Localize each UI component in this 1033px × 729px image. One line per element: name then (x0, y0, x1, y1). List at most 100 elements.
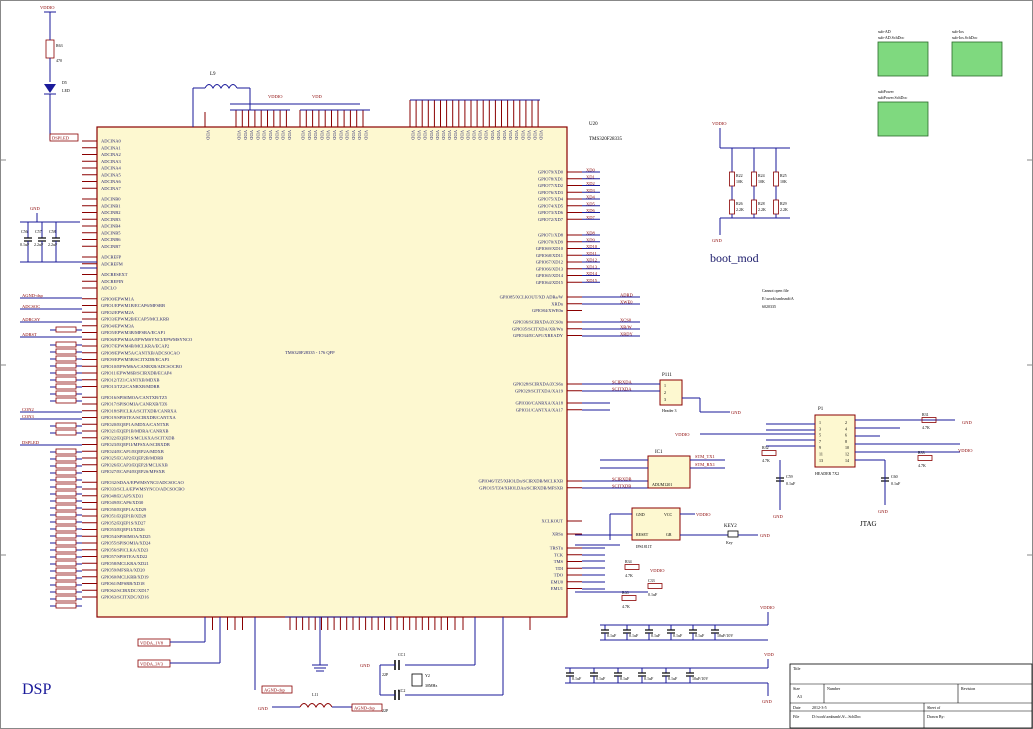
key-ref: KEY2 (724, 524, 737, 529)
subsheet-title: subPower (878, 89, 894, 94)
chip-left-pin: ADCINB1 (101, 203, 121, 208)
chip-top-pin-label: VDD (539, 130, 544, 140)
chip-u20[interactable]: U20 TMS320F28335 TMS320F28335 - 176 QFP … (82, 100, 623, 630)
chip-left-pin: GPIO18/SPICLKA/SCITXDB/CANRXA (101, 408, 178, 413)
left-cap-ref: C57 (35, 229, 42, 234)
boot-res-value: 10K (780, 179, 787, 184)
chip-top-pin-label: VDD (502, 130, 507, 140)
chip-right-pin: GPIO70/XD9 (538, 239, 564, 244)
jtag-pin-even: 10 (845, 445, 849, 450)
date-value: 2012-3-5 (812, 705, 827, 710)
chip-right-pin: GPIO74/XD5 (538, 203, 564, 208)
supervisor-vddio: VDDIO (696, 512, 711, 517)
revision-label: Revision (961, 686, 975, 691)
boot-res-ref: R25 (780, 173, 787, 178)
right-net-label: XD8 (586, 231, 595, 236)
crystal-cap1-ref: CC1 (398, 652, 405, 657)
sci-net: SCITXDA (612, 387, 632, 392)
decoupling-cap-value: 10uF/10V (692, 676, 708, 681)
sci-net: SCITXDB (612, 484, 631, 489)
file-value: D:\work\xmbsmb\A\...SchDoc (812, 714, 861, 719)
jtag-pin-odd: 9 (819, 445, 821, 450)
chip-left-pin: GPIO23/EQEP1I/MFSXA/SCIRXDB (101, 442, 170, 447)
chip-left-pin: ADCINA1 (101, 145, 121, 150)
decoupling-cap-value: 0.1uF (668, 676, 678, 681)
boot-mode-block[interactable]: VDDIO R2210KR2410KR2510KR262.2KR282.2KR2… (710, 121, 794, 309)
size-label: Size (793, 686, 800, 691)
subsheet-file: sub-Ios.SchDoc (952, 35, 978, 40)
chip-right-pin: GPIO46/TZ5/XHOLDn/SCIRXDB/MCLKXB (478, 479, 563, 484)
jtag-vddio: VDDIO (675, 432, 690, 437)
chip-right-pin: TDO (554, 573, 564, 578)
chip-right-pin: GPIO35/SCITXDA/XR/Wn (512, 326, 564, 331)
right-net-label: XD4 (586, 195, 595, 200)
subsheet-box[interactable] (877, 101, 929, 137)
supervisor-ic[interactable]: GND VCC RESET GR IPS1811T VDDIO (575, 507, 722, 549)
led-circuit[interactable]: VDDIO R63 470 D5 LED DSPLED (40, 5, 79, 142)
chip-right-pin: GPIO73/XD6 (538, 210, 564, 215)
jtag-part: HEADER 7X2 (815, 471, 839, 476)
subsheet-box[interactable] (951, 41, 1003, 77)
power-vddio-chip: VDDIO (268, 94, 283, 99)
right-net-label: XD5 (586, 201, 595, 206)
reset-key[interactable]: KEY2 Key GND (722, 524, 770, 545)
chip-right-pin: GPIO64/XD15 (536, 280, 564, 285)
ground-label-adc: GND (30, 206, 40, 211)
right-mid-net: XWE0 (620, 300, 633, 305)
power-vddio-top: VDDIO (40, 5, 55, 10)
chip-right-pin: EMU0 (551, 579, 564, 584)
crystal-block[interactable]: Y2 30MHz CC1 22P CC2 22P GND (360, 617, 504, 713)
isolator-ic1[interactable]: IC1 ADUM1201 STM_TX1 STM_RX1 (600, 450, 725, 489)
key-gnd: GND (760, 533, 770, 538)
boot-res-ref: R26 (736, 201, 743, 206)
chip-left-pin: GPIO24/ECAP1/EQEP2A/MDXB (101, 449, 164, 454)
chip-left-pin: GPIO21/EQEP1B/MDRA/CANRXB (101, 429, 169, 434)
chip-top-pin-label: VDD (274, 130, 279, 140)
right-net-label: XD14 (586, 271, 598, 276)
chip-left-pin: GPIO13/TZ2/CANRXB/MDRB (101, 384, 160, 389)
crystal-cap2-val: 22P (382, 708, 389, 713)
chip-top-pin-label: VDD (268, 130, 273, 140)
chip-top-pin-label: VDD (459, 130, 464, 140)
chip-right-pin: XRDn (551, 301, 564, 306)
reset-vddio: VDDIO (650, 568, 665, 573)
chip-right-pin: TMS (554, 559, 564, 564)
header-pin-3: 3 (664, 397, 666, 402)
subsheet-box[interactable] (877, 41, 929, 77)
boot-res-value: 2.2K (780, 207, 788, 212)
agnd-net-label-2: AGND-dsp (354, 706, 375, 711)
right-net-label: XD13 (586, 264, 598, 269)
header-p111[interactable]: P111 1 2 3 Header 3 GND (600, 373, 741, 415)
jtag-pin-even: 2 (845, 420, 847, 425)
chip-left-pin: GPIO52/EQEP1S/XD27 (101, 520, 146, 525)
analog-power[interactable]: VDDA_1V8 VDDA_3V3 AGND-dsp GND L11 AGND-… (137, 616, 395, 712)
chip-top-pin-label: VDD (255, 130, 260, 140)
chip-left-pin: ADCINB3 (101, 217, 121, 222)
chip-top-pin-label: VDD (326, 130, 331, 140)
decoupling-cap-value: 10uF/10V (717, 633, 733, 638)
chip-top-pin-label: VDD (319, 130, 324, 140)
left-net-label: DSPLED (22, 440, 40, 445)
inductor-l9[interactable]: L9 (192, 72, 251, 127)
boot-res-ref: R22 (736, 173, 743, 178)
chip-left-pin: GPIO3/EPWM2B/ECAP5/MCLKRB (101, 317, 169, 322)
chip-left-pin: GPIO2/EPWM2A (101, 310, 135, 315)
jtag-pin-even: 6 (845, 433, 847, 438)
right-net-label: XD11 (586, 251, 597, 256)
decoupling-cap-value: 0.1uF (695, 633, 705, 638)
inductor-l9-ref: L9 (210, 72, 216, 77)
chip-right-pin: GPIO28/SCIRXDA/ZCS6n (513, 382, 564, 387)
header-gnd: GND (731, 410, 741, 415)
jtag-pin-even: 8 (845, 439, 847, 444)
led-label: LED (62, 88, 70, 93)
number-label: Number (827, 686, 841, 691)
chip-right-pin: GPIO79/XD0 (538, 170, 564, 175)
chip-left-pin: GPIO8/EPWM5A/CANTXB/ADCSOCAO (101, 350, 181, 355)
chip-left-pin: GPIO5/EPWM3B/MFSRA/ECAP1 (101, 330, 165, 335)
